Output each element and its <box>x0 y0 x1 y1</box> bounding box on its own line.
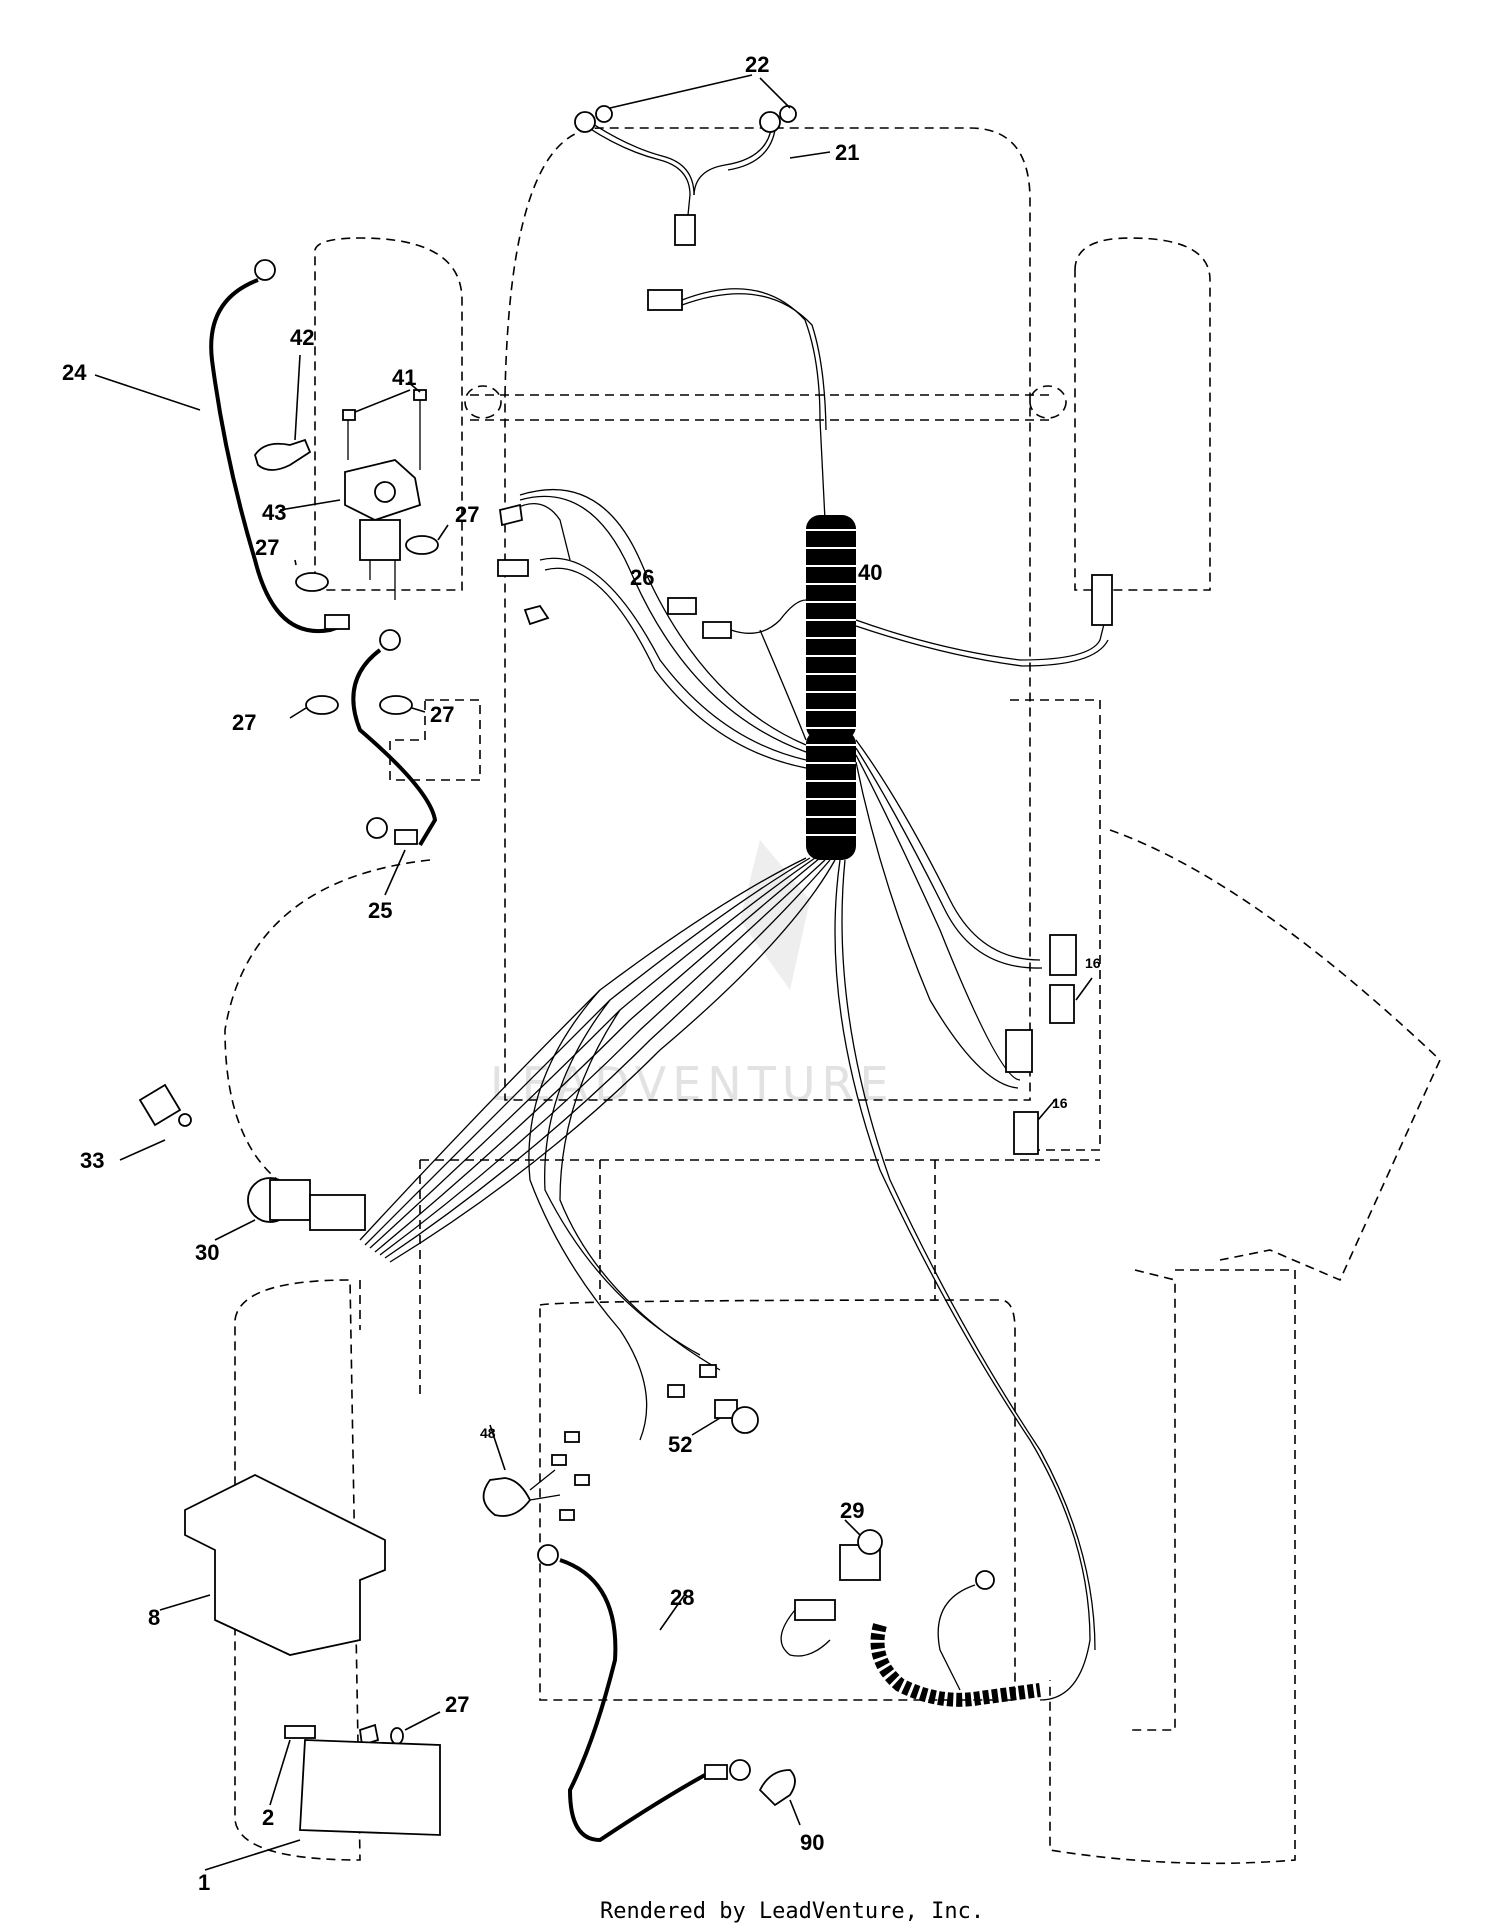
bulb-left-icon <box>574 105 613 133</box>
nut-27e-icon <box>390 1727 404 1745</box>
bolt-2-icon <box>284 1725 316 1739</box>
watermark: LEADVENTURE <box>490 840 895 1111</box>
callout-22: 22 <box>745 52 769 77</box>
cable-24 <box>94 259 350 634</box>
terminal-boot-90 <box>758 1769 801 1826</box>
headlight-connector <box>674 214 696 246</box>
plug-connector <box>497 559 529 577</box>
bulb-52 <box>667 1364 759 1436</box>
dash-connector <box>647 289 683 311</box>
split-loom-upper <box>806 515 856 740</box>
callout-26: 26 <box>630 565 654 590</box>
footer-credit: Rendered by LeadVenture, Inc. <box>600 1899 984 1924</box>
callout-2: 2 <box>262 1805 274 1830</box>
brake-switch-plug <box>1005 1029 1033 1073</box>
callout-90: 90 <box>800 1830 824 1855</box>
callout-24: 24 <box>62 360 87 385</box>
ignition-plug <box>309 1194 366 1231</box>
brake-switch-icon <box>1013 1111 1039 1155</box>
switch-16-lower <box>1005 1029 1056 1155</box>
watermark-text: LEADVENTURE <box>490 1057 895 1111</box>
battery-clamp <box>359 1723 380 1747</box>
callout-21: 21 <box>835 140 859 165</box>
nuts-27 <box>289 524 449 719</box>
part-26-connector <box>667 597 807 639</box>
seat-switch-plug <box>1049 934 1077 976</box>
cable-25 <box>351 629 438 896</box>
callout-27-c: 27 <box>232 710 256 735</box>
callout-8: 8 <box>148 1605 160 1630</box>
callout-30: 30 <box>195 1240 219 1265</box>
connector-26b <box>702 621 732 639</box>
ring-terminal-25-icon <box>366 817 388 839</box>
bulb-right-icon <box>759 105 797 133</box>
connector-26a <box>667 597 697 615</box>
callout-16-a: 16 <box>1085 955 1101 971</box>
pto-switch-29 <box>780 1519 1041 1707</box>
ignition-switch-30 <box>214 1177 366 1241</box>
callout-1: 1 <box>198 1870 210 1895</box>
nut-27a-icon <box>295 572 329 592</box>
boot-42-icon <box>254 438 312 471</box>
terminal-clip <box>499 503 523 527</box>
tractor-outline <box>224 127 1441 1865</box>
callout-29: 29 <box>840 1498 864 1523</box>
boot-90-icon <box>758 1769 796 1807</box>
callout-labels: 22 21 24 42 41 43 27 27 27 27 26 40 25 1… <box>62 52 1101 1895</box>
callout-27-e: 27 <box>445 1692 469 1717</box>
front-left-terminals <box>497 502 571 626</box>
callout-42: 42 <box>290 325 314 350</box>
battery-tray-8 <box>159 1473 386 1656</box>
headlight-harness <box>574 74 831 246</box>
nut-27d-icon <box>379 695 413 715</box>
split-loom-lower <box>806 730 856 860</box>
key-33 <box>119 1083 192 1161</box>
callout-48: 48 <box>480 1425 496 1441</box>
battery-icon <box>299 1739 441 1836</box>
callout-41: 41 <box>392 365 416 390</box>
nut-27b-icon <box>405 535 439 555</box>
terminal-clip-lower <box>523 604 550 626</box>
bulb-52-icon <box>731 1406 759 1434</box>
battery-1 <box>204 1711 441 1871</box>
light-48-icon <box>482 1477 532 1517</box>
bolt-41a-icon <box>342 409 356 421</box>
callout-43: 43 <box>262 500 286 525</box>
callout-27-d: 27 <box>430 702 454 727</box>
callout-27-b: 27 <box>455 502 479 527</box>
battery-tray-icon <box>184 1473 386 1656</box>
ring-terminal-24-icon <box>254 259 276 281</box>
callout-25: 25 <box>368 898 392 923</box>
solenoid-assembly <box>254 354 427 600</box>
nut-27c-icon <box>305 695 339 715</box>
main-harness <box>359 288 1113 1701</box>
seat-switch-icon <box>1049 984 1075 1024</box>
callout-16-b: 16 <box>1052 1095 1068 1111</box>
ring-terminal-28-icon <box>537 1544 559 1566</box>
callout-28: 28 <box>670 1585 694 1610</box>
switch-16-upper <box>1049 934 1093 1024</box>
key-icon <box>138 1083 182 1127</box>
callout-33: 33 <box>80 1148 104 1173</box>
light-48 <box>482 1424 590 1521</box>
bolt-41b-icon <box>413 389 427 401</box>
right-connector <box>1091 574 1113 626</box>
callout-27-a: 27 <box>255 535 279 560</box>
callout-52: 52 <box>668 1432 692 1457</box>
callout-40: 40 <box>858 560 882 585</box>
cable-28 <box>537 1544 751 1843</box>
